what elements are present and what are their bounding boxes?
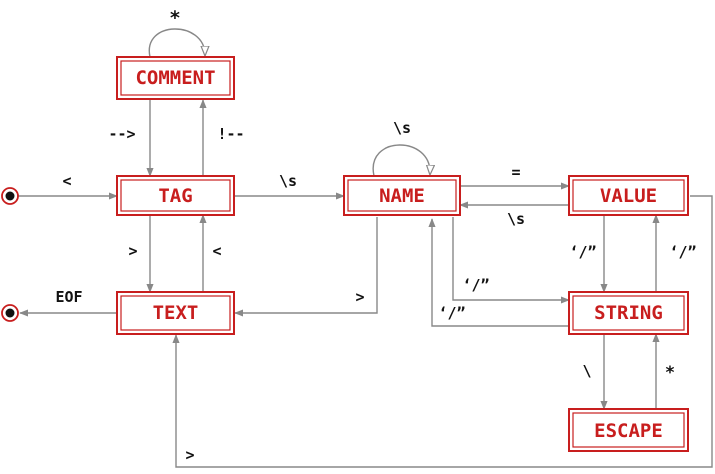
label-value-to-string: ‘/” — [569, 243, 596, 261]
edge-value-to-text — [172, 195, 713, 468]
label-comment-to-tag: --> — [108, 125, 135, 143]
label-tag-to-name: \s — [279, 172, 297, 190]
state-comment: COMMENT — [116, 56, 235, 100]
label-text-to-tag: < — [212, 242, 221, 260]
state-comment-label: COMMENT — [135, 67, 215, 89]
label-start-to-tag: < — [62, 172, 71, 190]
state-text-label: TEXT — [153, 302, 199, 324]
label-string-to-name: ‘/” — [438, 304, 465, 322]
label-value-to-name: \s — [507, 210, 525, 228]
edge-string-to-name — [428, 218, 569, 327]
start-terminal — [1, 187, 19, 205]
label-value-to-text: > — [185, 446, 194, 464]
label-name-self: \s — [393, 119, 411, 137]
edge-name-to-text — [234, 217, 378, 317]
state-escape-label: ESCAPE — [594, 420, 663, 442]
label-comment-self: * — [169, 7, 180, 29]
label-string-to-value: ‘/” — [669, 243, 696, 261]
edge-comment-self-loop — [148, 28, 205, 58]
label-name-to-value: = — [511, 163, 520, 181]
state-tag-label: TAG — [158, 185, 192, 207]
edge-name-to-string — [452, 217, 570, 304]
state-string-label: STRING — [594, 302, 663, 324]
end-terminal — [1, 304, 19, 322]
label-tag-to-text: > — [128, 242, 137, 260]
label-name-to-string: ‘/” — [462, 276, 489, 294]
label-text-to-end: EOF — [55, 288, 82, 306]
label-name-to-text: > — [355, 288, 364, 306]
edge-name-self-loop — [372, 144, 430, 177]
label-string-to-escape: \ — [582, 362, 591, 380]
state-value-label: VALUE — [600, 185, 657, 207]
label-escape-to-string: * — [665, 363, 675, 383]
state-string: STRING — [568, 291, 689, 335]
state-name-label: NAME — [379, 185, 425, 207]
state-value: VALUE — [568, 175, 689, 216]
state-text: TEXT — [116, 291, 235, 335]
state-tag: TAG — [116, 175, 235, 216]
label-tag-to-comment: !-- — [217, 125, 244, 143]
state-name: NAME — [343, 175, 461, 216]
state-escape: ESCAPE — [568, 408, 689, 452]
